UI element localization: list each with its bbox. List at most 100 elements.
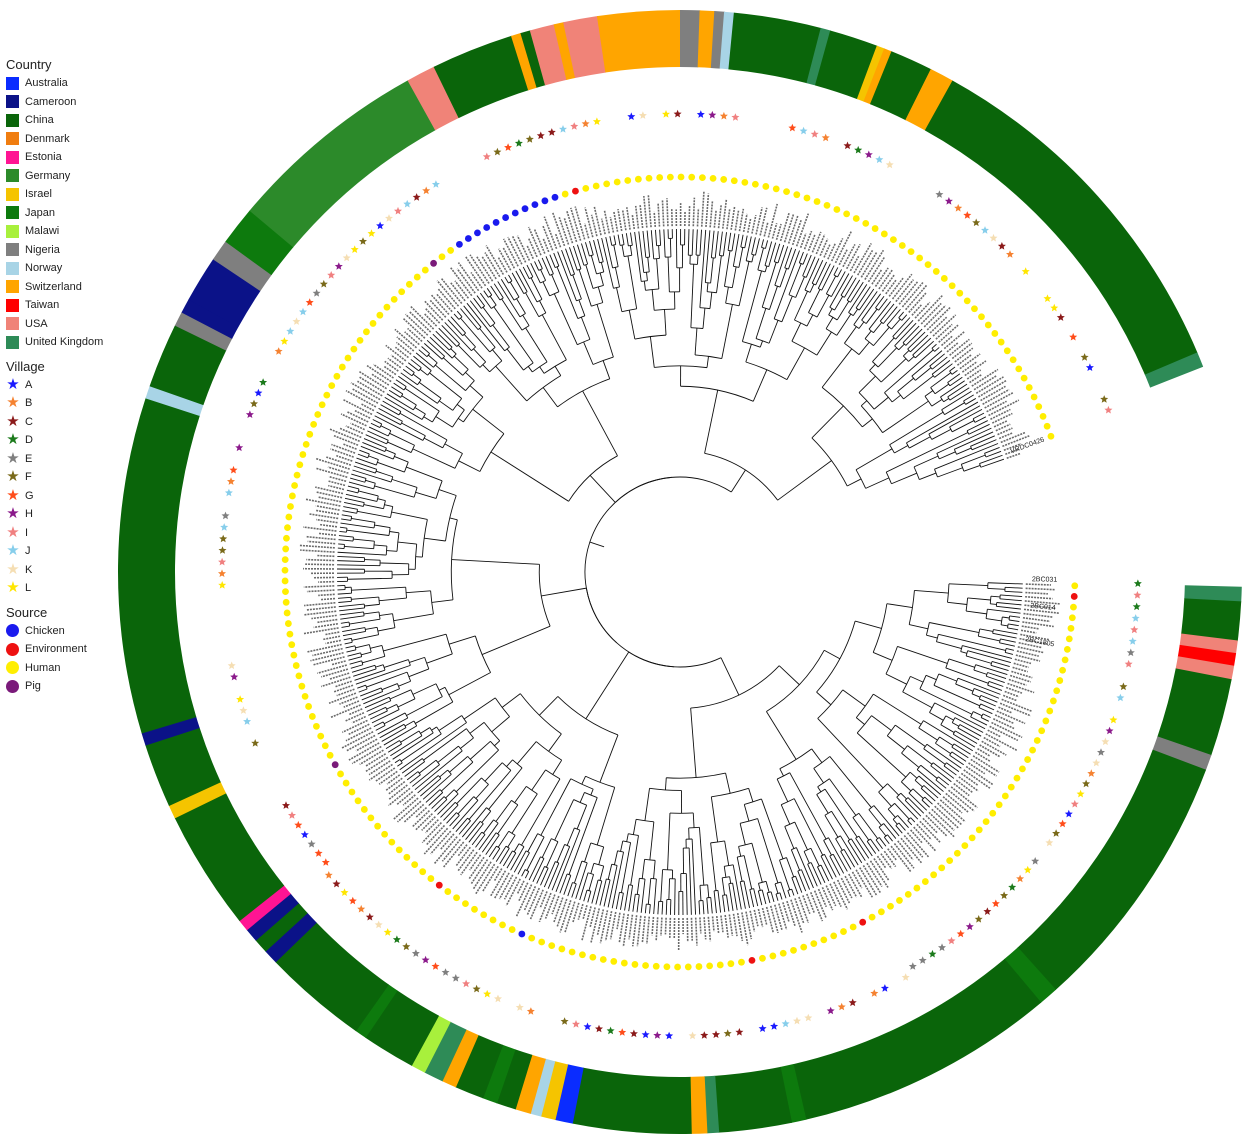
village-star bbox=[731, 113, 740, 121]
source-dot bbox=[803, 194, 811, 202]
source-dot bbox=[354, 797, 362, 805]
tip-label bbox=[1001, 698, 1033, 713]
source-dot bbox=[435, 881, 443, 889]
village-star bbox=[357, 904, 366, 913]
source-dot bbox=[666, 173, 674, 181]
tip-label bbox=[312, 647, 343, 657]
source-dot bbox=[337, 770, 344, 778]
legend-item-cameroon: Cameroon bbox=[6, 93, 146, 112]
ring-segment-taiwan bbox=[1177, 644, 1237, 667]
tip-label bbox=[948, 789, 975, 812]
tip-label bbox=[350, 422, 365, 431]
source-dot-ring bbox=[281, 173, 1079, 971]
village-star bbox=[367, 229, 376, 237]
tip-label bbox=[626, 207, 631, 230]
tip-label bbox=[600, 218, 606, 235]
ring-segment-japan bbox=[225, 210, 294, 276]
tip-label bbox=[941, 335, 953, 347]
star-icon: ★ bbox=[6, 449, 20, 467]
tip-label bbox=[853, 243, 872, 274]
tip-label bbox=[387, 357, 402, 369]
village-star bbox=[1131, 614, 1140, 622]
village-star bbox=[1021, 267, 1030, 275]
village-star bbox=[280, 337, 289, 345]
village-star bbox=[804, 1013, 813, 1022]
tip-label bbox=[1021, 625, 1040, 630]
tip-label bbox=[769, 905, 779, 934]
source-dot bbox=[663, 963, 671, 971]
legend-item-japan: Japan bbox=[6, 204, 146, 223]
tip-label bbox=[946, 342, 959, 353]
ring-segment-israel bbox=[540, 1061, 569, 1121]
village-star bbox=[875, 155, 884, 164]
tip-label bbox=[862, 865, 882, 894]
tip-label bbox=[358, 370, 387, 390]
tip-label bbox=[341, 719, 368, 734]
tip-label bbox=[699, 917, 702, 934]
tip-label bbox=[823, 243, 831, 258]
ring-segment-switzerland bbox=[553, 22, 576, 80]
tip-label bbox=[798, 896, 810, 924]
tip-label bbox=[324, 631, 340, 636]
village-star bbox=[227, 661, 236, 670]
source-dot bbox=[677, 173, 685, 181]
village-star bbox=[324, 871, 333, 879]
tip-label bbox=[977, 747, 991, 757]
star-icon: ★ bbox=[6, 375, 20, 393]
village-star bbox=[963, 211, 972, 219]
swatch-icon bbox=[6, 261, 19, 275]
tip-label bbox=[616, 912, 621, 930]
source-dot bbox=[444, 888, 452, 895]
village-star bbox=[848, 998, 857, 1007]
source-dot bbox=[301, 692, 309, 700]
village-star bbox=[788, 123, 797, 132]
tip-label bbox=[564, 901, 576, 934]
source-dot bbox=[288, 641, 296, 649]
star-icon: ★ bbox=[6, 523, 20, 541]
dot-icon bbox=[6, 679, 19, 693]
tip-label bbox=[643, 196, 648, 228]
tip-label bbox=[721, 199, 728, 229]
village-star bbox=[1101, 737, 1110, 746]
village-star bbox=[983, 907, 992, 915]
tip-label bbox=[490, 870, 507, 897]
tip-label bbox=[965, 765, 994, 786]
village-star bbox=[989, 233, 998, 242]
village-star bbox=[595, 1024, 603, 1033]
tip-label bbox=[315, 486, 344, 495]
source-dot bbox=[572, 187, 579, 195]
tip-label bbox=[956, 354, 972, 366]
tip-label bbox=[1020, 629, 1037, 634]
tip-label bbox=[1025, 591, 1048, 595]
legend-label: Australia bbox=[25, 77, 68, 90]
tip-label bbox=[751, 214, 757, 234]
source-dot bbox=[642, 962, 649, 969]
tip-label bbox=[456, 268, 476, 294]
source-dot bbox=[730, 177, 738, 185]
village-star bbox=[525, 135, 534, 143]
tip-label bbox=[359, 749, 384, 766]
source-dot bbox=[877, 908, 885, 916]
village-star bbox=[288, 811, 296, 819]
village-star bbox=[383, 928, 392, 936]
tip-label bbox=[529, 889, 544, 920]
village-star bbox=[350, 245, 359, 253]
legend-label: D bbox=[25, 434, 33, 447]
village-star bbox=[793, 1016, 801, 1025]
village-star bbox=[218, 557, 227, 566]
source-dot bbox=[946, 857, 954, 865]
tip-label bbox=[556, 898, 568, 928]
tip-label bbox=[980, 385, 1006, 402]
source-dot bbox=[995, 801, 1003, 809]
source-dot bbox=[1067, 624, 1075, 632]
ring-segment-nigeria bbox=[212, 241, 272, 292]
tip-label bbox=[307, 540, 336, 545]
village-star bbox=[864, 150, 873, 159]
tip-label bbox=[936, 802, 962, 826]
village-star bbox=[431, 962, 440, 970]
source-dot bbox=[474, 229, 481, 237]
tip-label bbox=[542, 237, 550, 253]
village-star bbox=[536, 131, 545, 140]
tip-label bbox=[469, 854, 482, 871]
source-dot bbox=[779, 949, 787, 957]
